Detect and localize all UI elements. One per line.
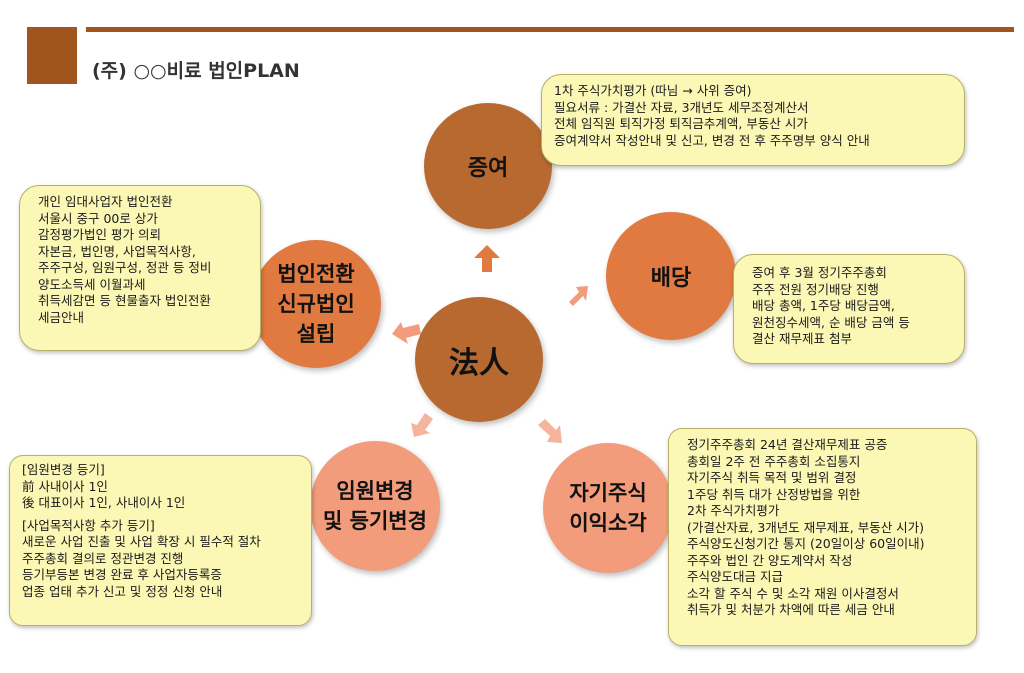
callout-line: 정기주주총회 24년 결산재무제표 공증 bbox=[687, 437, 888, 452]
callout-line: 등기부등본 변경 완료 후 사업자등록증 bbox=[22, 567, 222, 582]
callout-line: 배당 총액, 1주당 배당금액, bbox=[752, 298, 895, 313]
arrow-to-registration bbox=[411, 413, 433, 437]
callout-line: 자기주식 취득 목적 및 범위 결정 bbox=[687, 470, 857, 485]
callout-line: 1주당 취득 대가 산정방법을 위한 bbox=[687, 486, 861, 502]
node-incorporation: 법인전환 신규법인 설립 bbox=[251, 240, 381, 368]
callout-dividend: 증여 후 3월 정기주주총회 주주 전원 정기배당 진행 배당 총액, 1주당 … bbox=[733, 254, 965, 364]
callout-line: 1차 주식가치평가 (따님 → 사위 증여) bbox=[554, 83, 752, 98]
callout-line: 취득가 및 처분가 차액에 따른 세금 안내 bbox=[687, 602, 895, 617]
callout-line: 결산 재무제표 첨부 bbox=[752, 331, 852, 346]
callout-line: 주주구성, 임원구성, 정관 등 정비 bbox=[38, 260, 212, 275]
callout-line: [사업목적사항 추가 등기] bbox=[22, 517, 155, 533]
center-node-corporation: 法人 bbox=[415, 297, 543, 422]
callout-line: 前 사내이사 1인 bbox=[22, 478, 108, 494]
callout-line: 後 대표이사 1인, 사내이사 1인 bbox=[22, 495, 186, 510]
callout-line: 자본금, 법인명, 사업목적사항, bbox=[38, 243, 196, 259]
arrow-to-buyback bbox=[538, 419, 562, 443]
node-gift: 증여 bbox=[424, 103, 552, 229]
callout-line: 세금안내 bbox=[38, 309, 85, 325]
callout-line: 전체 임직원 퇴직가정 퇴직금추계액, 부동산 시가 bbox=[554, 116, 808, 131]
callout-line: 주주와 법인 간 양도계약서 작성 bbox=[687, 552, 853, 568]
callout-line: (가결산자료, 3개년도 재무제표, 부동산 시가) bbox=[687, 519, 925, 535]
callout-line: 소각 할 주식 수 및 소각 재원 이사결정서 bbox=[687, 585, 899, 601]
callout-line: 총회일 2주 전 주주총회 소집통지 bbox=[687, 453, 861, 469]
node-buyback: 자기주식 이익소각 bbox=[543, 443, 673, 573]
callout-line: 원천징수세액, 순 배당 금액 등 bbox=[752, 314, 910, 330]
callout-incorporation: 개인 임대사업자 법인전환 서울시 중구 00로 상가 감정평가법인 평가 의뢰… bbox=[19, 185, 261, 351]
node-registration: 임원변경 및 등기변경 bbox=[310, 441, 440, 571]
callout-line: 증여 후 3월 정기주주총회 bbox=[752, 265, 887, 280]
callout-line: 양도소득세 이월과세 bbox=[38, 276, 146, 292]
arrow-to-dividend bbox=[569, 286, 588, 306]
callout-line: [임원변경 등기] bbox=[22, 462, 105, 477]
callout-line: 업종 업태 추가 신고 및 정정 신청 안내 bbox=[22, 583, 223, 599]
arrow-to-incorporation bbox=[392, 322, 421, 344]
callout-line: 필요서류 : 가결산 자료, 3개년도 세무조정계산서 bbox=[554, 99, 809, 115]
callout-line: 주주총회 결의로 정관변경 진행 bbox=[22, 550, 184, 566]
callout-buyback: 정기주주총회 24년 결산재무제표 공증 총회일 2주 전 주주총회 소집통지 … bbox=[668, 428, 977, 646]
callout-line: 취득세감면 등 현물출자 법인전환 bbox=[38, 293, 211, 308]
callout-line: 2차 주식가치평가 bbox=[687, 503, 780, 518]
callout-registration: [임원변경 등기] 前 사내이사 1인 後 대표이사 1인, 사내이사 1인 [… bbox=[9, 455, 312, 626]
callout-gift: 1차 주식가치평가 (따님 → 사위 증여) 필요서류 : 가결산 자료, 3개… bbox=[541, 74, 965, 166]
callout-line: 증여계약서 작성안내 및 신고, 변경 전 후 주주명부 양식 안내 bbox=[554, 132, 870, 148]
callout-line: 서울시 중구 00로 상가 bbox=[38, 210, 158, 226]
arrow-to-gift bbox=[474, 245, 500, 272]
header-rule bbox=[86, 27, 1014, 32]
page-title: (주) ○○비료 법인PLAN bbox=[92, 60, 300, 82]
callout-line: 개인 임대사업자 법인전환 bbox=[38, 194, 173, 209]
callout-line: 감정평가법인 평가 의뢰 bbox=[38, 227, 161, 242]
header-accent-square bbox=[27, 27, 77, 84]
node-dividend: 배당 bbox=[606, 212, 736, 340]
callout-line: 주식양도신청기간 통지 (20일이상 60일이내) bbox=[687, 536, 925, 551]
callout-line: 새로운 사업 진출 및 사업 확장 시 필수적 절차 bbox=[22, 534, 261, 549]
callout-line: 주식양도대금 지급 bbox=[687, 569, 783, 584]
callout-line: 주주 전원 정기배당 진행 bbox=[752, 281, 879, 297]
